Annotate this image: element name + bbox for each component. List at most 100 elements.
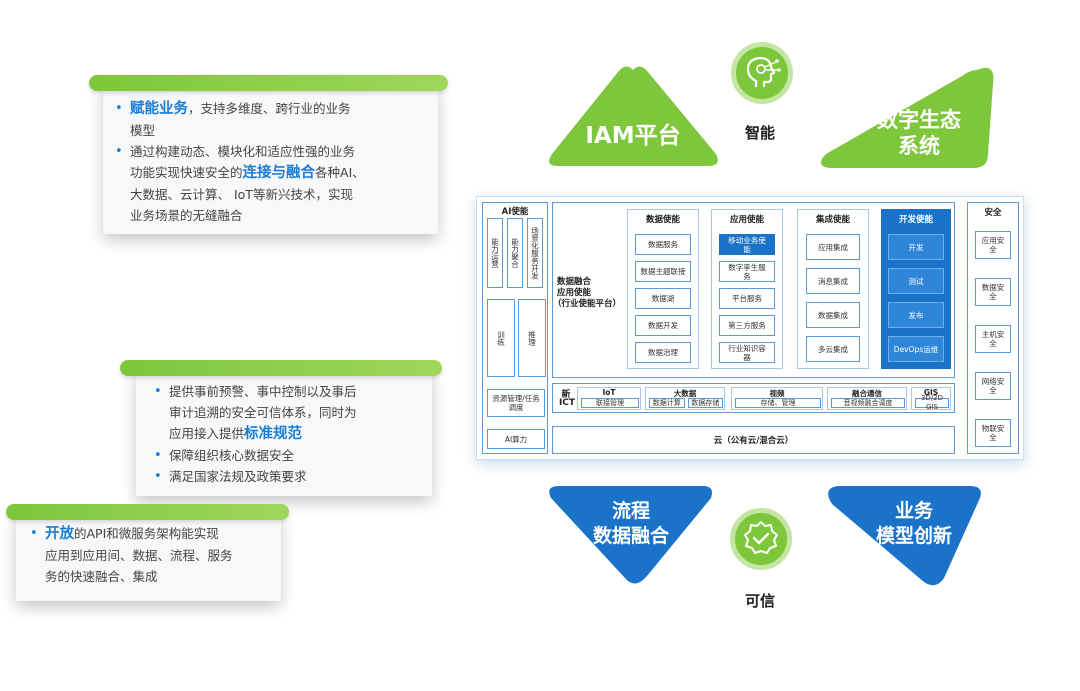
- ict-group-title: 融合通信: [852, 389, 882, 398]
- ai-training: 训练: [487, 299, 515, 377]
- ai-panel-title: AI使能: [501, 207, 529, 217]
- triangle-label: 系统: [898, 134, 940, 158]
- data-enablement-panel: 数据使能 数据服务数据主题联接数据湖数据开发数据治理: [627, 209, 699, 369]
- app-enablement-title: 应用使能: [729, 215, 764, 225]
- ict-group: 视频存储、管理: [731, 387, 823, 410]
- card-accent-bar: [89, 75, 448, 91]
- triangle-label: 数字生态: [877, 108, 961, 132]
- integration-enablement-item: 应用集成: [806, 234, 860, 260]
- dev-enablement-item: 开发: [888, 234, 944, 260]
- triangle-label: 流程: [611, 500, 650, 522]
- ict-group-title: GIS: [923, 388, 939, 397]
- dev-enablement-item: DevOps运维: [888, 336, 944, 362]
- integration-enablement-panel: 集成使能 应用集成消息集成数据集成多云集成: [797, 209, 869, 369]
- highlight-text: 连接与融合: [242, 165, 316, 181]
- item-text: 务的快速融合、集成: [45, 569, 158, 584]
- item-text: 功能实现快速安全的: [130, 165, 243, 180]
- item-text: 满足国家法规及政策要求: [169, 469, 307, 484]
- triangle-digital-ecosystem: 数字生态 系统: [812, 62, 996, 170]
- triangle-label: 数据融合: [592, 525, 669, 547]
- item-text: 审计追溯的安全可信体系，同时为: [169, 405, 357, 420]
- integration-enablement-item: 多云集成: [806, 336, 860, 362]
- item-text: 大数据、云计算、 IoT等新兴技术，实现: [130, 187, 353, 202]
- data-enablement-item: 数据服务: [635, 234, 691, 255]
- card-item: 通过构建动态、模块化和适应性强的业务功能实现快速安全的连接与融合各种AI、大数据…: [115, 141, 424, 226]
- item-text: 通过构建动态、模块化和适应性强的业务: [130, 144, 356, 159]
- ict-item: 数据计算: [649, 398, 685, 408]
- card-accent-bar: [120, 360, 442, 376]
- ict-label-l1: 新: [561, 390, 571, 400]
- highlight-text: 标准规范: [244, 426, 303, 442]
- platform-title-l1: 数据融合: [557, 277, 592, 287]
- ict-group-title: 大数据: [673, 389, 697, 398]
- ai-ability-aggregation: 能力聚合: [507, 218, 523, 288]
- triangle-shape: [820, 67, 994, 168]
- item-text: 应用到应用间、数据、流程、服务: [45, 548, 233, 563]
- dev-enablement-item: 发布: [888, 302, 944, 328]
- security-item: 数据安全: [975, 278, 1011, 306]
- ict-label-l2: ICT: [558, 398, 576, 408]
- app-enablement-item: 移动业务使能: [719, 234, 775, 255]
- feature-card-security: 提供事前预警、事中控制以及事后审计追溯的安全可信体系，同时为应用接入提供标准规范…: [120, 360, 442, 496]
- data-enablement-item: 数据主题联接: [635, 261, 691, 282]
- item-text: 提供事前预警、事中控制以及事后: [169, 384, 357, 399]
- security-item: 应用安全: [975, 231, 1011, 259]
- ict-group: 融合通信音视频融合调度: [827, 387, 907, 410]
- ai-ability-operation: 能力运营: [487, 218, 503, 288]
- ict-item: 数据存储: [687, 398, 723, 408]
- app-enablement-item: 第三方服务: [719, 315, 775, 336]
- card-item: 满足国家法规及政策要求: [154, 466, 420, 487]
- ict-item: 联接管理: [581, 398, 639, 408]
- security-item: 网络安全: [975, 372, 1011, 400]
- ict-group-title: 视频: [769, 389, 785, 398]
- integration-enablement-item: 消息集成: [806, 268, 860, 294]
- label-smart: 智能: [745, 124, 776, 142]
- architecture-diagram: AI使能 能力运营 能力聚合 场景化服务开发 训练 推理 资源管理/任务调度 A…: [476, 196, 1024, 460]
- item-text: 应用接入提供: [169, 426, 245, 441]
- cloud-panel: 云（公有云/混合云）: [552, 426, 955, 454]
- label-trusted: 可信: [745, 592, 776, 610]
- security-item: 主机安全: [975, 325, 1011, 353]
- ict-group-title: IoT: [602, 388, 616, 397]
- ai-scenario-service-dev: 场景化服务开发: [527, 218, 543, 288]
- integration-enablement-title: 集成使能: [815, 215, 850, 225]
- item-text: 保障组织核心数据安全: [169, 448, 295, 463]
- triangle-process-data-fusion: 流程 数据融合: [547, 484, 715, 590]
- triangle-label: IAM平台: [585, 123, 681, 149]
- ict-item: 3D/2D GIS: [915, 394, 949, 411]
- ai-compute: AI算力: [487, 429, 545, 449]
- data-enablement-title: 数据使能: [645, 215, 680, 225]
- item-text: 业务场景的无缝融合: [130, 208, 243, 223]
- card-item: 保障组织核心数据安全: [154, 445, 420, 466]
- security-title: 安全: [984, 208, 1002, 218]
- app-enablement-panel: 应用使能 移动业务使能数字孪生服务平台服务第三方服务行业知识容器: [711, 209, 783, 369]
- dev-enablement-item: 测试: [888, 268, 944, 294]
- data-enablement-item: 数据治理: [635, 342, 691, 363]
- ai-resource-scheduling: 资源管理/任务调度: [487, 389, 545, 417]
- app-enablement-item: 平台服务: [719, 288, 775, 309]
- platform-title-l2: 应用使能: [557, 288, 592, 298]
- highlight-text: 赋能业务: [130, 101, 188, 117]
- triangle-shape: [549, 66, 718, 166]
- security-panel: 安全 应用安全数据安全主机安全网络安全物联安全: [967, 202, 1019, 454]
- shield-check-icon: [730, 508, 792, 570]
- triangle-iam-platform: IAM平台: [544, 62, 722, 170]
- platform-title-l3: （行业使能平台）: [553, 299, 622, 309]
- card-accent-bar: [6, 504, 289, 520]
- ai-head-icon: [731, 42, 793, 104]
- dev-enablement-title: 开发使能: [898, 215, 933, 225]
- triangle-business-model-innovation: 业务 模型创新: [824, 484, 984, 590]
- ai-enablement-panel: AI使能 能力运营 能力聚合 场景化服务开发 训练 推理 资源管理/任务调度 A…: [482, 202, 548, 454]
- triangle-label: 模型创新: [875, 525, 952, 547]
- industry-platform-panel: 数据融合 应用使能 （行业使能平台） 数据使能 数据服务数据主题联接数据湖数据开…: [552, 202, 955, 378]
- app-enablement-item: 数字孪生服务: [719, 261, 775, 282]
- dev-enablement-panel: 开发使能 开发测试发布 DevOps运维: [881, 209, 951, 369]
